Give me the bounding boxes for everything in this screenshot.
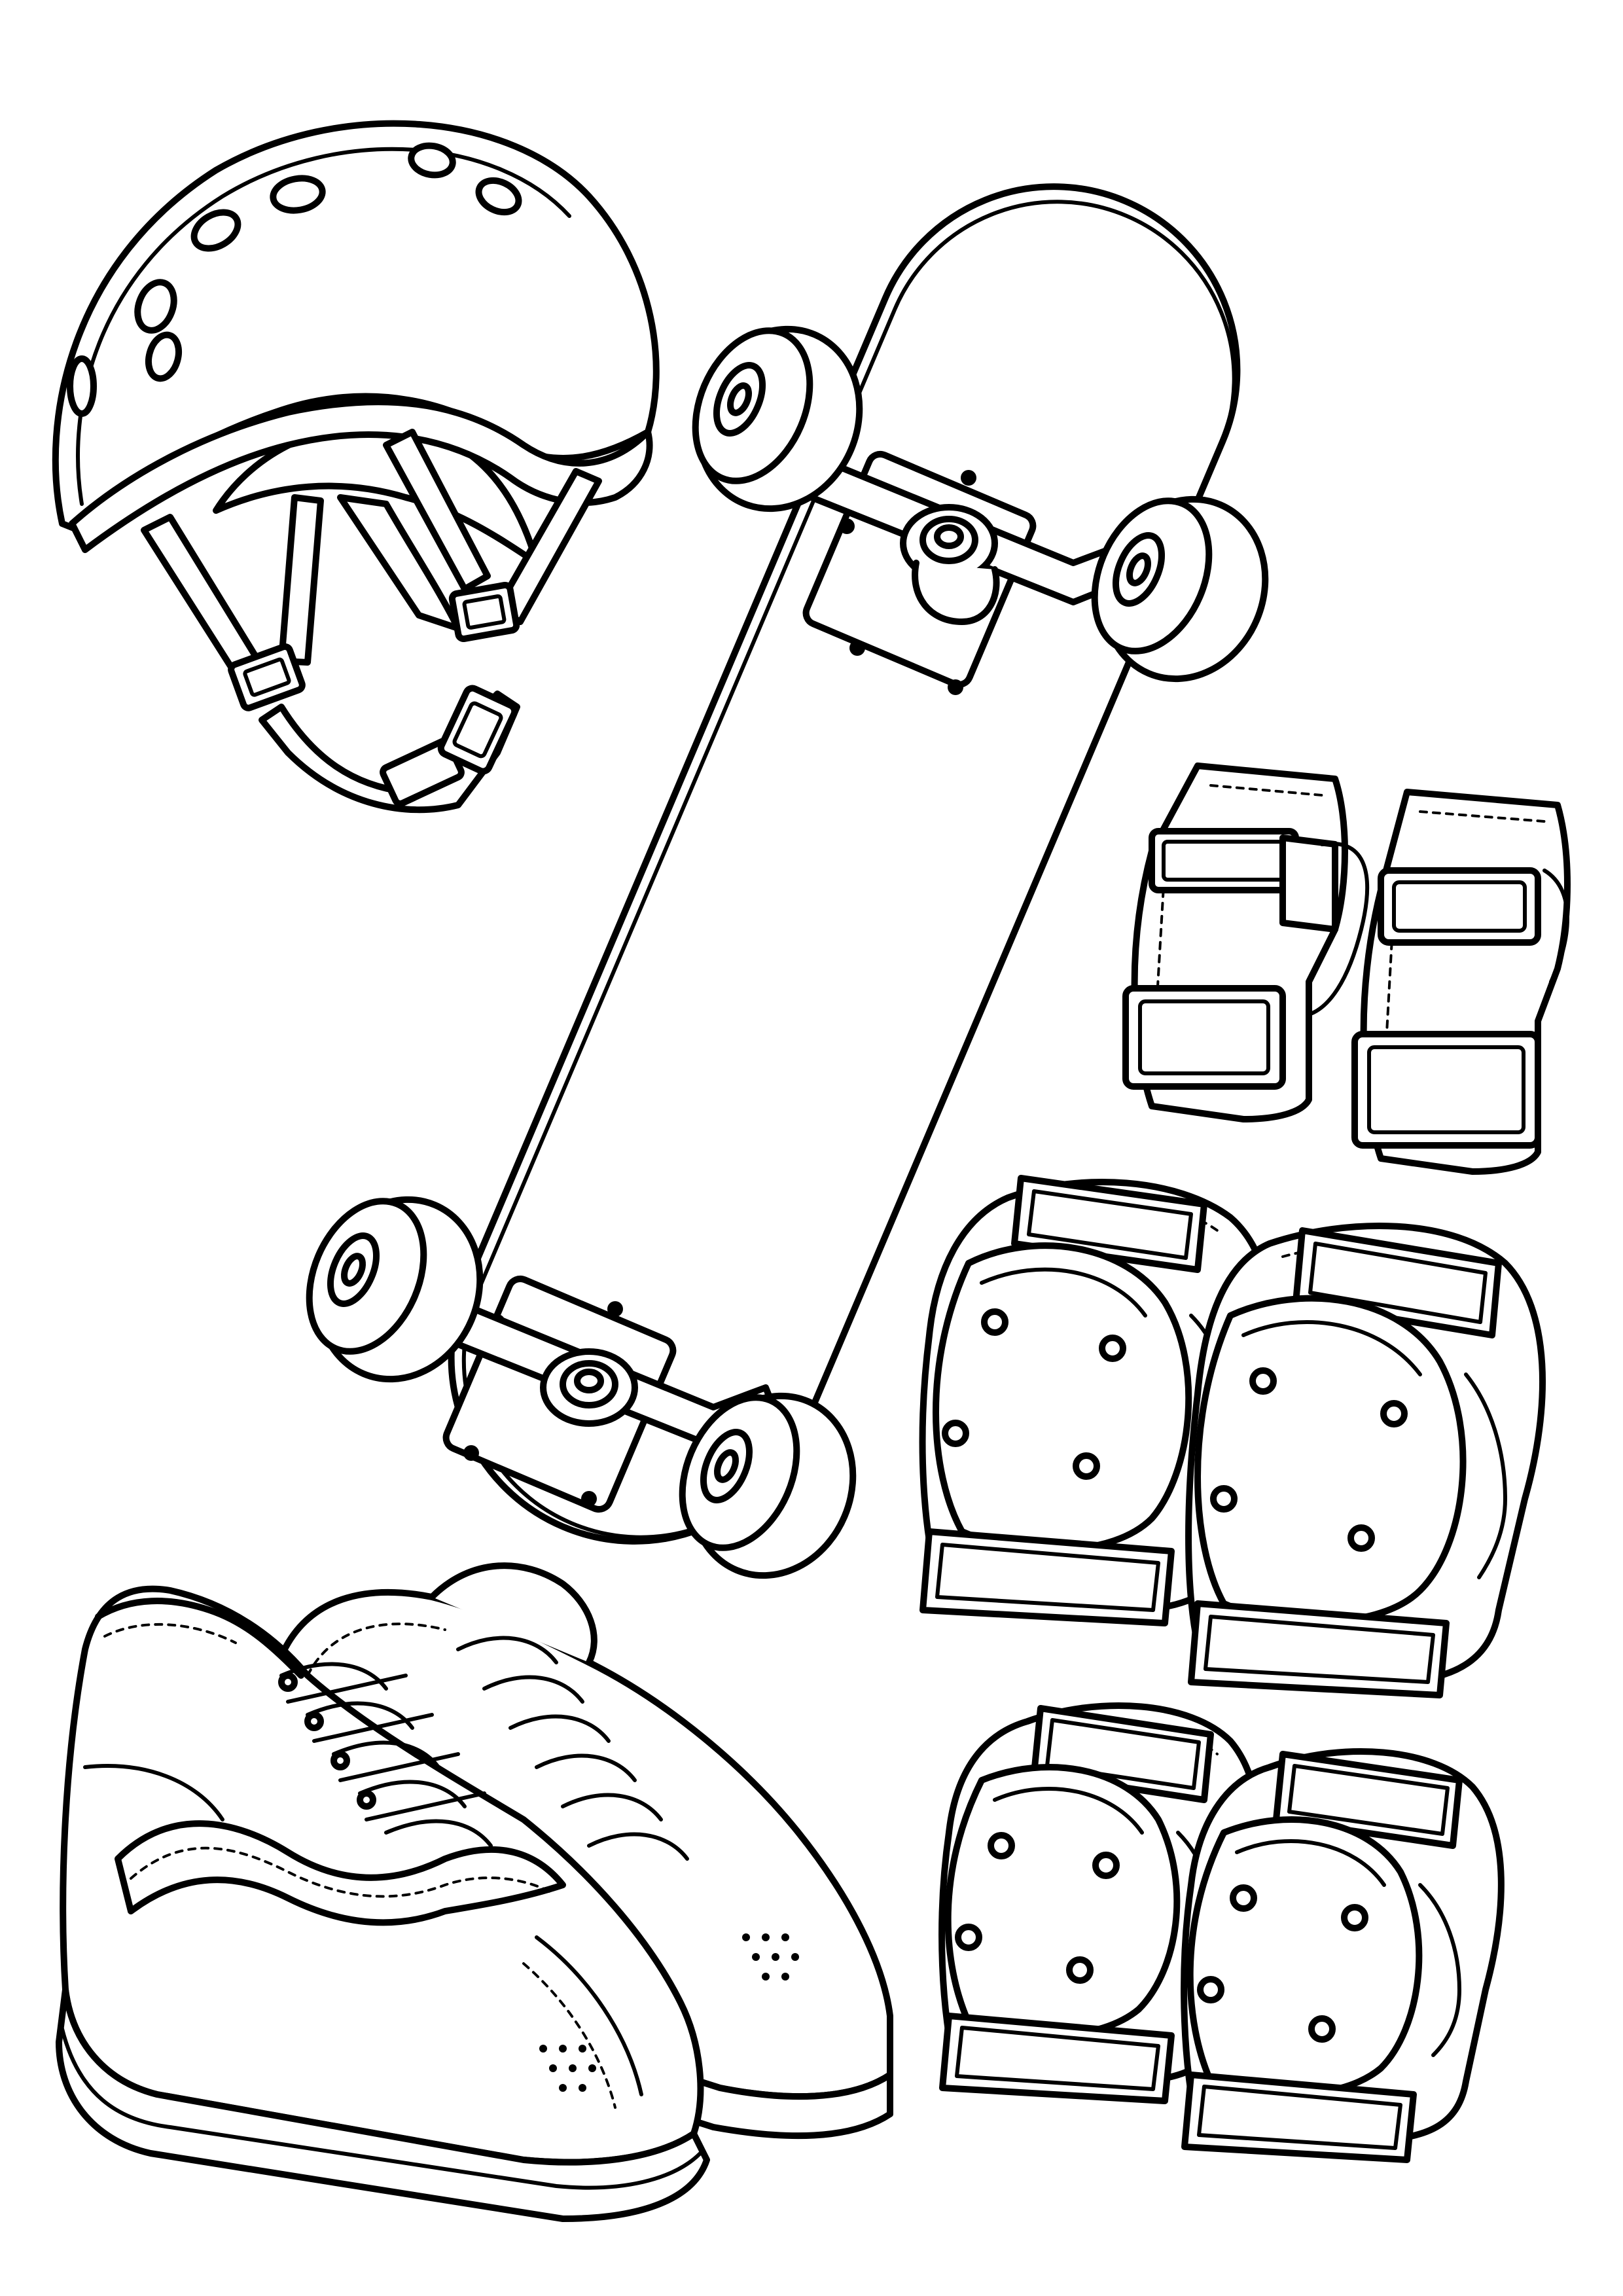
helmet-icon (52, 120, 660, 814)
sneakers-icon (56, 1562, 893, 2222)
truck-icon (692, 325, 1269, 695)
wrist-guard-right (1351, 789, 1571, 1175)
truck-icon (306, 1196, 857, 1579)
wrist-guard-icon (1122, 762, 1571, 1175)
knee-pad-right (1185, 1223, 1546, 1698)
knee-pad-left (919, 1175, 1275, 1626)
elbow-pad-icon (938, 1702, 1505, 2163)
sneaker-front (56, 1585, 710, 2222)
knee-pad-icon (919, 1175, 1546, 1698)
elbow-pad-left (938, 1702, 1262, 2104)
wrist-guard-left (1122, 762, 1370, 1122)
skateboard-icon (306, 183, 1269, 1579)
elbow-pad-right (1181, 1748, 1505, 2163)
